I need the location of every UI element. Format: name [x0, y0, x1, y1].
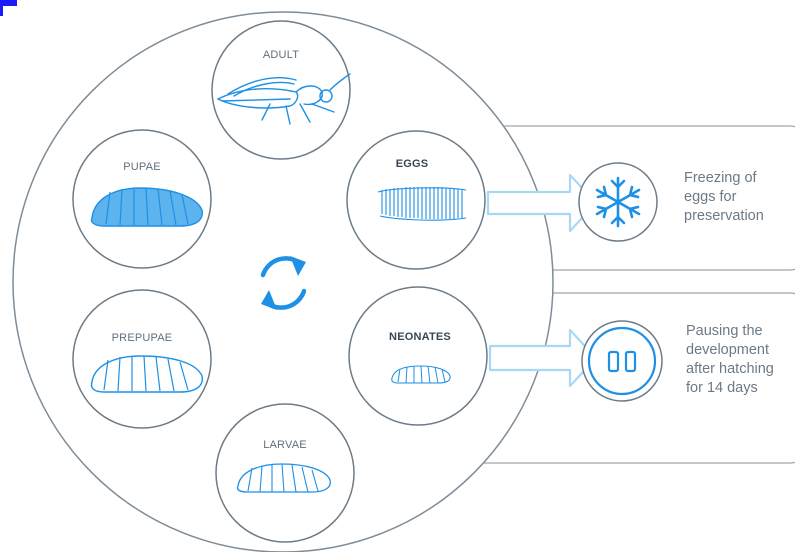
- adult-fly-icon: [216, 73, 351, 125]
- stage-pupae-label: PUPAE: [123, 161, 160, 173]
- freezing-description: Freezing of eggs for preservation: [684, 170, 764, 224]
- pause-icon: [607, 350, 637, 373]
- corner-mark: [3, 0, 17, 6]
- corner-mark-edge: [0, 0, 3, 16]
- pausing-description: Pausing the development after hatching f…: [686, 323, 774, 396]
- snowflake-icon: [595, 176, 641, 228]
- pausing-icon-circle: [581, 320, 663, 402]
- stage-pupae: PUPAE: [72, 129, 212, 269]
- stage-adult-label: ADULT: [263, 49, 299, 61]
- stage-eggs: EGGS: [346, 130, 486, 270]
- stage-prepupae: PREPUPAE: [72, 289, 212, 429]
- freezing-icon-circle: [578, 162, 658, 242]
- eggs-icon: [377, 187, 467, 221]
- stage-neonates-label: NEONATES: [389, 331, 451, 343]
- cycle-arrows-icon: [260, 256, 307, 310]
- stage-neonates: NEONATES: [348, 286, 488, 426]
- stage-larvae: LARVAE: [215, 403, 355, 543]
- stage-larvae-label: LARVAE: [263, 439, 307, 451]
- stage-eggs-label: EGGS: [396, 158, 429, 170]
- stage-prepupae-label: PREPUPAE: [112, 332, 173, 344]
- stage-adult: ADULT: [211, 20, 351, 160]
